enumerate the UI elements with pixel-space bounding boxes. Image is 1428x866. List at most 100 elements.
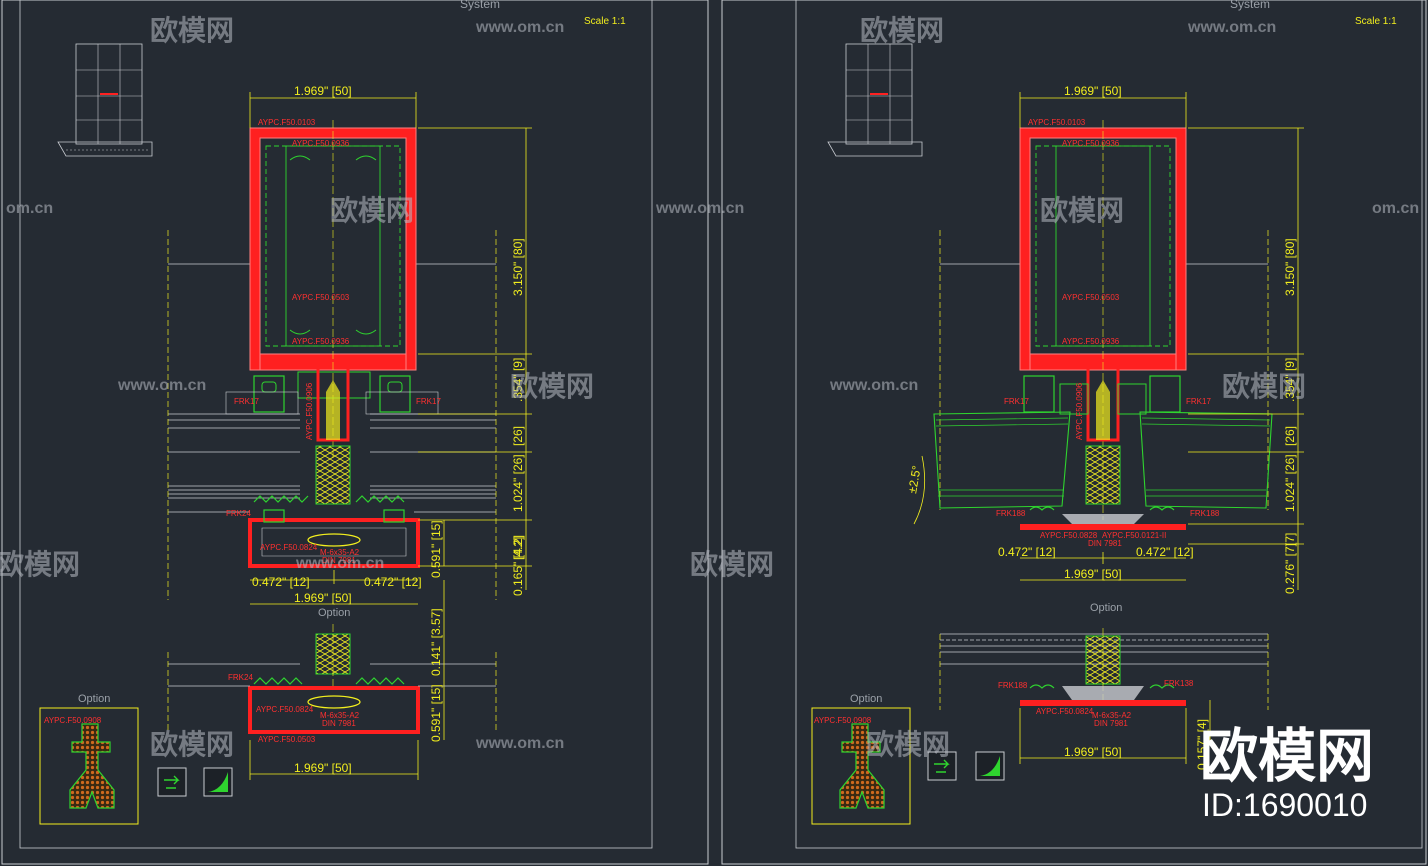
part-labels: AYPC.F50.0103 AYPC.F50.0936 AYPC.F50.050…: [44, 118, 441, 744]
watermark-layer: 欧模网 欧模网 欧模网 欧模网 欧模网 欧模网 欧模网 欧模网 欧模网 欧模网 …: [0, 15, 1419, 760]
label-gasket-bot: AYPC.F50.0936: [1062, 337, 1120, 346]
watermark-brand: 欧模网: [150, 729, 234, 760]
label-option-cap-left: FRK24: [228, 673, 253, 682]
option-box: [811, 707, 911, 825]
watermark-corner: 欧模网 ID:1690010: [1200, 724, 1374, 823]
watermark-brand: 欧模网: [1040, 195, 1124, 226]
label-profile-top: AYPC.F50.0103: [258, 118, 316, 127]
toolbar-icons: [157, 767, 233, 797]
watermark-brand: 欧模网: [330, 195, 414, 226]
label-option-screw-std: DIN 7981: [1094, 719, 1128, 728]
mullion-profile: [933, 120, 1273, 530]
key-plan: [827, 43, 923, 157]
dim-height-1024: 1.024" [26]: [511, 454, 525, 512]
dim-height-9: .354" [9]: [511, 358, 525, 402]
dimension-text: 1.969" [50] 3.150" [80] .354" [9] [26] 1…: [905, 84, 1297, 770]
option-caption-left: Option: [850, 693, 882, 705]
dim-option-bottom-width: 1.969" [50]: [1064, 745, 1122, 759]
label-option-screw: M-6x35-A2: [1092, 711, 1132, 720]
title-frame: [19, 0, 653, 849]
dim-bottom-width: 1.969" [50]: [294, 591, 352, 605]
dim-height-main: 3.150" [80]: [1283, 238, 1297, 296]
dim-bottom-width: 1.969" [50]: [1064, 567, 1122, 581]
dim-height-7: [7]: [1283, 533, 1297, 546]
option-box: [39, 707, 139, 825]
dim-angle: ±2.5°: [905, 464, 924, 494]
label-option-box-profile: AYPC.F50.0908: [814, 716, 872, 725]
scale-label: Scale 1:1: [1355, 16, 1397, 27]
dim-height-26: [26]: [1283, 426, 1297, 446]
dimension-lines: [913, 92, 1304, 764]
label-mullion: AYPC.F50.0906: [305, 382, 314, 440]
label-option-profile-bottom: AYPC.F50.0503: [258, 735, 316, 744]
label-mullion: AYPC.F50.0906: [1075, 382, 1084, 440]
toolbar-icons: [927, 751, 1005, 781]
option-detail: [167, 624, 497, 734]
system-title: System: [1230, 0, 1270, 11]
label-option-cap-right: FRK138: [1164, 679, 1194, 688]
label-option-profile: AYPC.F50.0824: [1036, 707, 1094, 716]
dim-left-width: 0.472" [12]: [252, 575, 310, 589]
title-frame: [795, 0, 1423, 849]
watermark-brand: 欧模网: [510, 371, 594, 402]
dim-option-591: 0.591" [15]: [429, 684, 443, 742]
dim-height-591: 0.591" [15]: [429, 520, 443, 578]
watermark-big-brand: 欧模网: [1200, 724, 1374, 789]
dim-right-width: 0.472" [12]: [1136, 545, 1194, 559]
dim-right-width: 0.472" [12]: [364, 575, 422, 589]
dim-height-1024: 1.024" [26]: [1283, 454, 1297, 512]
watermark-url: www.om.cn: [1187, 19, 1276, 36]
label-cap-profile: AYPC.F50.0828: [1040, 531, 1098, 540]
watermark-url: www.om.cn: [475, 19, 564, 36]
option-detail: [1020, 628, 1186, 706]
dim-option-157: 0.157" [4]: [1195, 719, 1209, 770]
watermark-url: www.om.cn: [829, 377, 918, 394]
label-option-cap-left: FRK188: [998, 681, 1028, 690]
dim-top-width: 1.969" [50]: [1064, 84, 1122, 98]
watermark-url: www.om.cn: [475, 735, 564, 752]
pointer-icon[interactable]: [927, 751, 957, 781]
watermark-brand: 欧模网: [1222, 371, 1306, 402]
label-screw: M-6x35-A2: [320, 548, 360, 557]
label-cap-left: FRK24: [226, 509, 251, 518]
pointer-icon[interactable]: [157, 767, 187, 797]
label-cap-right: FRK188: [1190, 509, 1220, 518]
drawing-sheet-right: System Scale 1:1: [721, 0, 1427, 865]
label-option-screw-std: DIN 7981: [322, 719, 356, 728]
watermark-brand: 欧模网: [0, 549, 80, 580]
label-option-screw: M-6x35-A2: [320, 711, 360, 720]
label-gasket-right: FRK17: [416, 397, 441, 406]
dim-option-bottom-width: 1.969" [50]: [294, 761, 352, 775]
watermark-url: www.om.cn: [295, 555, 384, 572]
option-caption-center: Option: [1090, 602, 1122, 614]
option-caption-center: Option: [318, 607, 350, 619]
label-screw-std: DIN 7981: [322, 556, 356, 565]
watermark-url: om.cn: [1372, 200, 1419, 217]
drawing-sheet-left: System Scale 1:1: [1, 0, 709, 865]
watermark-url: om.cn: [6, 200, 53, 217]
watermark-brand: 欧模网: [860, 15, 944, 46]
scale-label: Scale 1:1: [584, 16, 626, 27]
dim-height-276: 0.276" [7]: [1283, 543, 1297, 594]
dimension-lines: [249, 92, 532, 780]
dim-height-26: [26]: [511, 426, 525, 446]
label-option-box-profile: AYPC.F50.0908: [44, 716, 102, 725]
watermark-id: ID:1690010: [1202, 787, 1367, 823]
label-screw-std: DIN 7981: [1088, 539, 1122, 548]
label-option-profile: AYPC.F50.0824: [256, 705, 314, 714]
part-labels: AYPC.F50.0103 AYPC.F50.0936 AYPC.F50.050…: [814, 118, 1220, 728]
dim-left-width: 0.472" [12]: [998, 545, 1056, 559]
watermark-url: www.om.cn: [117, 377, 206, 394]
dim-height-main: 3.150" [80]: [511, 238, 525, 296]
label-gasket-top: AYPC.F50.0936: [292, 139, 350, 148]
label-profile-mid: AYPC.F50.0503: [292, 293, 350, 302]
label-cap-profile: AYPC.F50.0824: [260, 543, 318, 552]
label-gasket-right: FRK17: [1186, 397, 1211, 406]
system-title: System: [460, 0, 500, 11]
label-profile-mid: AYPC.F50.0503: [1062, 293, 1120, 302]
watermark-brand: 欧模网: [690, 549, 774, 580]
label-gasket-top: AYPC.F50.0936: [1062, 139, 1120, 148]
dim-top-width: 1.969" [50]: [294, 84, 352, 98]
label-profile-top: AYPC.F50.0103: [1028, 118, 1086, 127]
